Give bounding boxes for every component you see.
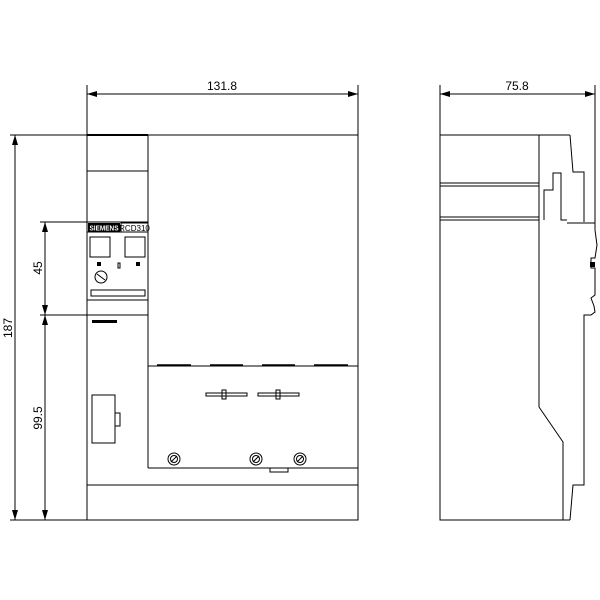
part-number-mark [92, 320, 117, 323]
cover-flap [91, 394, 116, 444]
test-button [89, 236, 111, 258]
terminal-screw [249, 452, 263, 466]
dimension-depth-side: 75.8 [439, 79, 596, 230]
side-view [439, 134, 598, 521]
dimension-label-width: 131.8 [207, 79, 237, 93]
reset-button [124, 236, 146, 258]
slider-switch [205, 389, 248, 400]
indicator-window [90, 289, 146, 297]
dimension-module-height: 45 99.5 [31, 221, 87, 520]
dimension-label-module: 45 [31, 261, 45, 275]
front-view: SIEMENS RCD310 [86, 134, 359, 521]
brand-logo [88, 223, 120, 232]
slider-switch [257, 389, 300, 400]
rotary-selector [94, 270, 108, 284]
model-label: RCD310 [119, 224, 150, 233]
brand-label: SIEMENS [90, 226, 119, 233]
dimension-width-front: 131.8 [86, 79, 359, 135]
terminal-screw [293, 452, 307, 466]
dimension-label-lower: 99.5 [31, 406, 45, 430]
dimension-label-height: 187 [1, 318, 15, 338]
dimension-label-depth: 75.8 [505, 79, 529, 93]
dimension-total-height: 187 [1, 134, 87, 521]
terminal-screw [167, 452, 181, 466]
